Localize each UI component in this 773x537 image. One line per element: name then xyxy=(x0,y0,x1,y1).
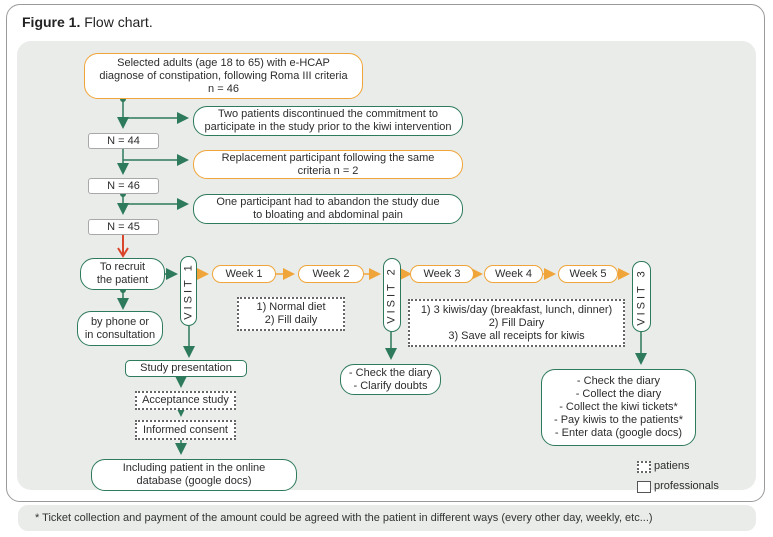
including-patient-box: Including patient in the online database… xyxy=(91,459,297,491)
legend-patients-swatch xyxy=(637,461,651,473)
visit3-box: VISIT 3 xyxy=(632,261,651,332)
recruit-box: To recruit the patient xyxy=(80,258,165,290)
figure-title: Figure 1. Flow chart. xyxy=(22,14,153,30)
legend-professionals-label: professionals xyxy=(654,480,719,492)
n45-box: N = 45 xyxy=(88,219,159,235)
arrow-n45-head xyxy=(117,247,129,258)
legend-patients-label: patiens xyxy=(654,460,690,472)
one-participant-box: One participant had to abandon the study… xyxy=(193,194,463,224)
visit2-label: VISIT 2 xyxy=(386,266,399,324)
figure-title-text: Flow chart. xyxy=(84,14,153,30)
visit2-box: VISIT 2 xyxy=(383,258,401,332)
replacement-box: Replacement participant following the sa… xyxy=(193,150,463,179)
figure-label: Figure 1. xyxy=(22,14,81,30)
phone-consultation-box: by phone or in consultation xyxy=(77,311,163,346)
weeks35-note: 1) 3 kiwis/day (breakfast, lunch, dinner… xyxy=(408,299,625,347)
selected-adults-box: Selected adults (age 18 to 65) with e-HC… xyxy=(84,53,363,99)
week5-box: Week 5 xyxy=(558,265,618,283)
check-diary-visit2-box: - Check the diary - Clarify doubts xyxy=(340,364,441,395)
week3-box: Week 3 xyxy=(410,265,474,283)
legend-professionals-swatch xyxy=(637,481,651,493)
informed-consent-box: Informed consent xyxy=(135,420,236,440)
visit3-tasks-box: - Check the diary - Collect the diary - … xyxy=(541,369,696,446)
week2-box: Week 2 xyxy=(298,265,364,283)
week1-box: Week 1 xyxy=(212,265,276,283)
weeks12-note: 1) Normal diet 2) Fill daily xyxy=(237,297,345,331)
visit1-box: VISIT 1 xyxy=(180,256,197,326)
week4-box: Week 4 xyxy=(484,265,543,283)
footnote: * Ticket collection and payment of the a… xyxy=(18,505,756,531)
visit3-label: VISIT 3 xyxy=(635,267,648,326)
n46-box: N = 46 xyxy=(88,178,159,194)
two-patients-box: Two patients discontinued the commitment… xyxy=(193,106,463,136)
visit1-label: VISIT 1 xyxy=(182,262,195,320)
study-presentation-box: Study presentation xyxy=(125,360,247,377)
acceptance-study-box: Acceptance study xyxy=(135,391,236,410)
n44-box: N = 44 xyxy=(88,133,159,149)
